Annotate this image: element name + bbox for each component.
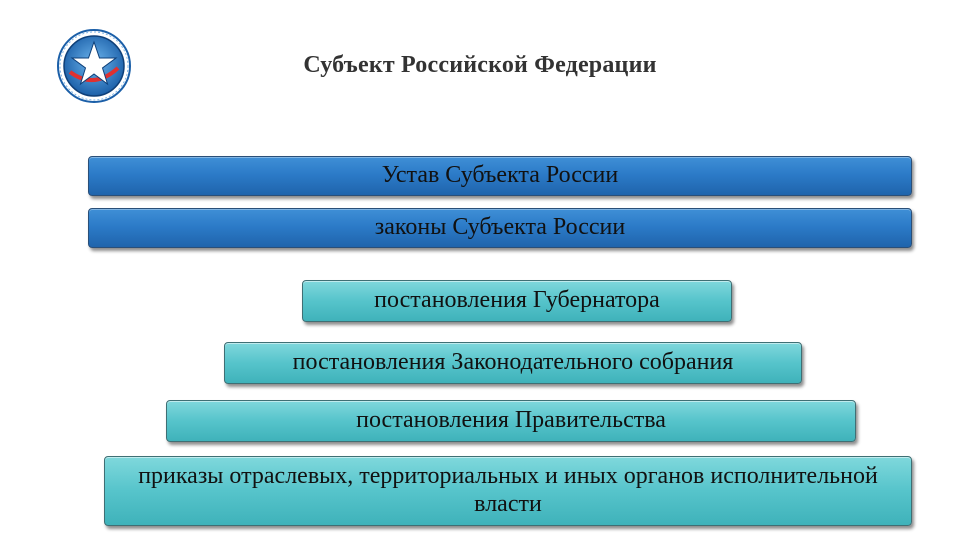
level-label: приказы отраслевых, территориальных и ин…	[138, 463, 878, 517]
level-legislative-assembly-decrees: постановления Законодательного собрания	[224, 342, 802, 384]
level-governor-decrees: постановления Губернатора	[302, 280, 732, 322]
level-label: законы Субъекта России	[374, 214, 626, 241]
level-label: Устав Субъекта России	[381, 162, 619, 189]
level-government-decrees: постановления Правительства	[166, 400, 856, 442]
level-label: постановления Правительства	[356, 407, 666, 434]
page-title: Субъект Российской Федерации	[303, 52, 657, 78]
star-emblem-icon	[56, 28, 132, 104]
level-executive-orders: приказы отраслевых, территориальных и ин…	[104, 456, 912, 526]
level-label: постановления Законодательного собрания	[292, 349, 734, 376]
level-label: постановления Губернатора	[374, 287, 660, 314]
level-charter: Устав Субъекта России	[88, 156, 912, 196]
level-laws: законы Субъекта России	[88, 208, 912, 248]
